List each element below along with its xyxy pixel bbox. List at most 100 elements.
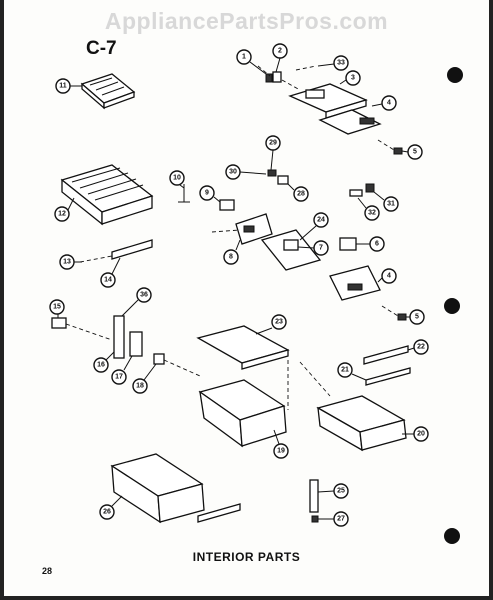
callout-32: 32 <box>357 197 380 221</box>
callout-1: 1 <box>236 49 267 75</box>
part-side-rails <box>363 345 411 386</box>
punch-hole <box>447 67 463 83</box>
callout-18: 18 <box>132 363 157 394</box>
callout-24: 24 <box>299 212 329 241</box>
callout-label: 4 <box>387 100 391 107</box>
callout-4b: 4 <box>377 268 397 284</box>
callout-15: 15 <box>49 299 65 318</box>
callout-label: 16 <box>97 362 105 369</box>
callout-label: 12 <box>58 211 66 218</box>
callout-20: 20 <box>402 426 429 442</box>
part-pin <box>178 184 190 203</box>
callout-5b: 5 <box>406 309 425 325</box>
callout-17: 17 <box>111 355 133 385</box>
callout-label: 17 <box>115 374 123 381</box>
diagram-title: INTERIOR PARTS <box>192 550 301 564</box>
callout-label: 8 <box>229 254 233 261</box>
callout-label: 36 <box>140 292 148 299</box>
callout-label: 22 <box>417 344 425 351</box>
part-middle-rail <box>211 199 381 301</box>
callout-25: 25 <box>317 483 349 499</box>
callout-label: 3 <box>351 75 355 82</box>
punch-hole <box>444 528 460 544</box>
callout-22: 22 <box>407 339 429 355</box>
frame-border-right <box>489 0 493 600</box>
callout-label: 20 <box>417 431 425 438</box>
part-clips <box>267 169 375 251</box>
callout-label: 21 <box>341 367 349 374</box>
callout-label: 18 <box>136 383 144 390</box>
part-upper-fasteners <box>257 65 317 91</box>
callout-label: 29 <box>269 140 277 147</box>
callout-10: 10 <box>169 170 185 189</box>
callout-label: 19 <box>277 448 285 455</box>
callout-28: 28 <box>287 183 309 202</box>
callout-31: 31 <box>373 191 399 212</box>
callout-2: 2 <box>272 43 288 73</box>
callout-label: 27 <box>337 516 345 523</box>
callout-label: 13 <box>63 259 71 266</box>
callout-26: 26 <box>99 495 123 520</box>
callout-5a: 5 <box>401 144 423 160</box>
frame-border-bottom <box>0 596 493 600</box>
callout-label: 31 <box>387 201 395 208</box>
callout-label: 28 <box>297 191 305 198</box>
callout-label: 10 <box>173 175 181 182</box>
part-glass-shelf <box>196 325 331 410</box>
callout-label: 5 <box>413 149 417 156</box>
callout-9: 9 <box>199 185 221 203</box>
callout-label: 2 <box>278 48 282 55</box>
callout-label: 23 <box>275 319 283 326</box>
part-latch <box>309 479 319 523</box>
callout-29: 29 <box>265 135 281 171</box>
part-trim-strip <box>79 239 153 263</box>
callout-16: 16 <box>93 351 115 373</box>
callout-14: 14 <box>100 257 121 288</box>
callout-label: 5 <box>415 314 419 321</box>
part-upper-rail <box>288 83 382 135</box>
callout-label: 6 <box>375 241 379 248</box>
part-freezer-shelf <box>60 164 154 226</box>
callout-7: 7 <box>297 240 329 256</box>
callout-19: 19 <box>273 429 289 459</box>
callout-12: 12 <box>54 197 75 222</box>
callout-23: 23 <box>255 314 287 335</box>
diagram-code: C-7 <box>86 38 117 59</box>
callout-label: 14 <box>104 277 112 284</box>
callout-21: 21 <box>337 362 367 381</box>
frame-border-left <box>0 0 4 600</box>
part-shelf-supports <box>51 315 201 377</box>
callout-label: 7 <box>319 245 323 252</box>
callout-label: 15 <box>53 304 61 311</box>
callout-label: 24 <box>317 217 325 224</box>
callout-6: 6 <box>356 236 385 252</box>
callout-33: 33 <box>317 55 349 71</box>
callout-label: 26 <box>103 509 111 516</box>
callout-label: 9 <box>205 190 209 197</box>
callout-13: 13 <box>59 254 82 270</box>
callout-label: 30 <box>229 169 237 176</box>
callout-4a: 4 <box>371 95 397 111</box>
callout-8: 8 <box>223 239 241 265</box>
callout-label: 11 <box>59 83 67 90</box>
callout-27: 27 <box>318 511 349 527</box>
callout-label: 33 <box>337 60 345 67</box>
punch-hole <box>444 298 460 314</box>
part-screws <box>377 139 407 321</box>
callout-label: 25 <box>337 488 345 495</box>
part-crisper-pan <box>198 379 287 448</box>
callout-label: 4 <box>387 273 391 280</box>
part-meat-drawer <box>316 395 407 452</box>
part-ice-tray <box>80 73 136 110</box>
callout-11: 11 <box>55 78 82 94</box>
callout-3: 3 <box>339 70 361 86</box>
callout-label: 1 <box>242 54 246 61</box>
part-bottom-drawer <box>110 453 241 524</box>
callout-label: 32 <box>368 210 376 217</box>
callout-36: 36 <box>121 287 152 317</box>
callout-30: 30 <box>225 164 267 180</box>
page-number: 28 <box>42 566 53 576</box>
watermark: AppliancePartsPros.com <box>104 8 389 34</box>
